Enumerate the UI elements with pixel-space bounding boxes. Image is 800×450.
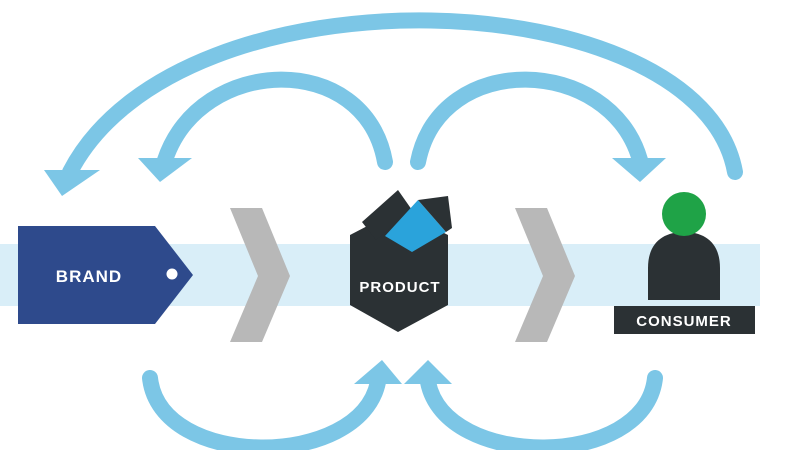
consumer-label-box xyxy=(614,306,755,334)
brand-tag-icon xyxy=(18,226,193,324)
consumer-node: CONSUMER xyxy=(614,192,755,334)
consumer-person-icon xyxy=(648,232,720,300)
brand-node: BRAND xyxy=(18,226,193,324)
chevron-right-icon xyxy=(230,208,290,342)
consumer-head xyxy=(662,192,706,236)
consumer-label: CONSUMER xyxy=(636,313,732,330)
product-box-accent xyxy=(385,200,446,252)
curved-arrow-icon xyxy=(404,360,663,450)
product-label: PRODUCT xyxy=(359,279,440,296)
curved-arrow-icon xyxy=(142,360,402,450)
chevron-right-icon xyxy=(515,208,575,342)
curved-arrow-icon xyxy=(44,12,743,196)
product-box-lid-left xyxy=(362,190,412,240)
brand-label: BRAND xyxy=(56,267,122,286)
curved-arrow-icon xyxy=(410,71,666,182)
product-node: PRODUCT xyxy=(350,190,452,332)
brand-tag-hole xyxy=(166,268,178,280)
curved-arrow-icon xyxy=(138,71,393,182)
product-box-lid-right xyxy=(418,196,452,232)
